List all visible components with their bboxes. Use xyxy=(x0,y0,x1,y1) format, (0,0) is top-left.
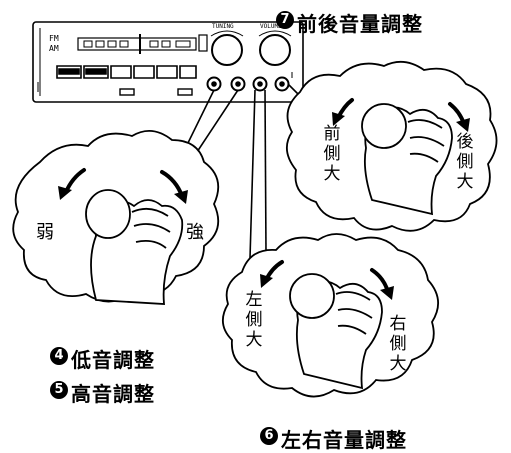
tone-hand xyxy=(85,189,184,305)
balance-right-label: 右側大 xyxy=(389,314,407,374)
treble-caption: 高音調整 xyxy=(71,382,155,406)
pointer-lines xyxy=(185,83,301,259)
balance-left-label: 左側大 xyxy=(245,290,263,350)
bass-caption: 低音調整 xyxy=(71,348,155,372)
fade-rear-label: 後側大 xyxy=(456,132,474,192)
band-am-label: AM xyxy=(49,44,59,53)
tuning-label: TUNING xyxy=(212,23,234,30)
arrow-heads xyxy=(58,112,470,300)
balance-caption: 左右音量調整 xyxy=(281,428,407,452)
volume-label: VOLUME xyxy=(260,23,282,30)
fade-front-label: 前側大 xyxy=(323,124,341,184)
fade-number-badge: 7 xyxy=(276,11,294,29)
radio-panel xyxy=(32,21,304,103)
balance-hand xyxy=(289,273,383,390)
balance-number-badge: 6 xyxy=(260,427,278,445)
treble-number-badge: 5 xyxy=(50,381,68,399)
fade-hand xyxy=(361,103,453,216)
tone-weak-label: 弱 xyxy=(36,222,54,243)
band-fm-label: FM xyxy=(49,34,59,43)
bass-number-badge: 4 xyxy=(50,347,68,365)
fade-caption: 前後音量調整 xyxy=(297,12,423,36)
tone-strong-label: 強 xyxy=(186,222,204,243)
